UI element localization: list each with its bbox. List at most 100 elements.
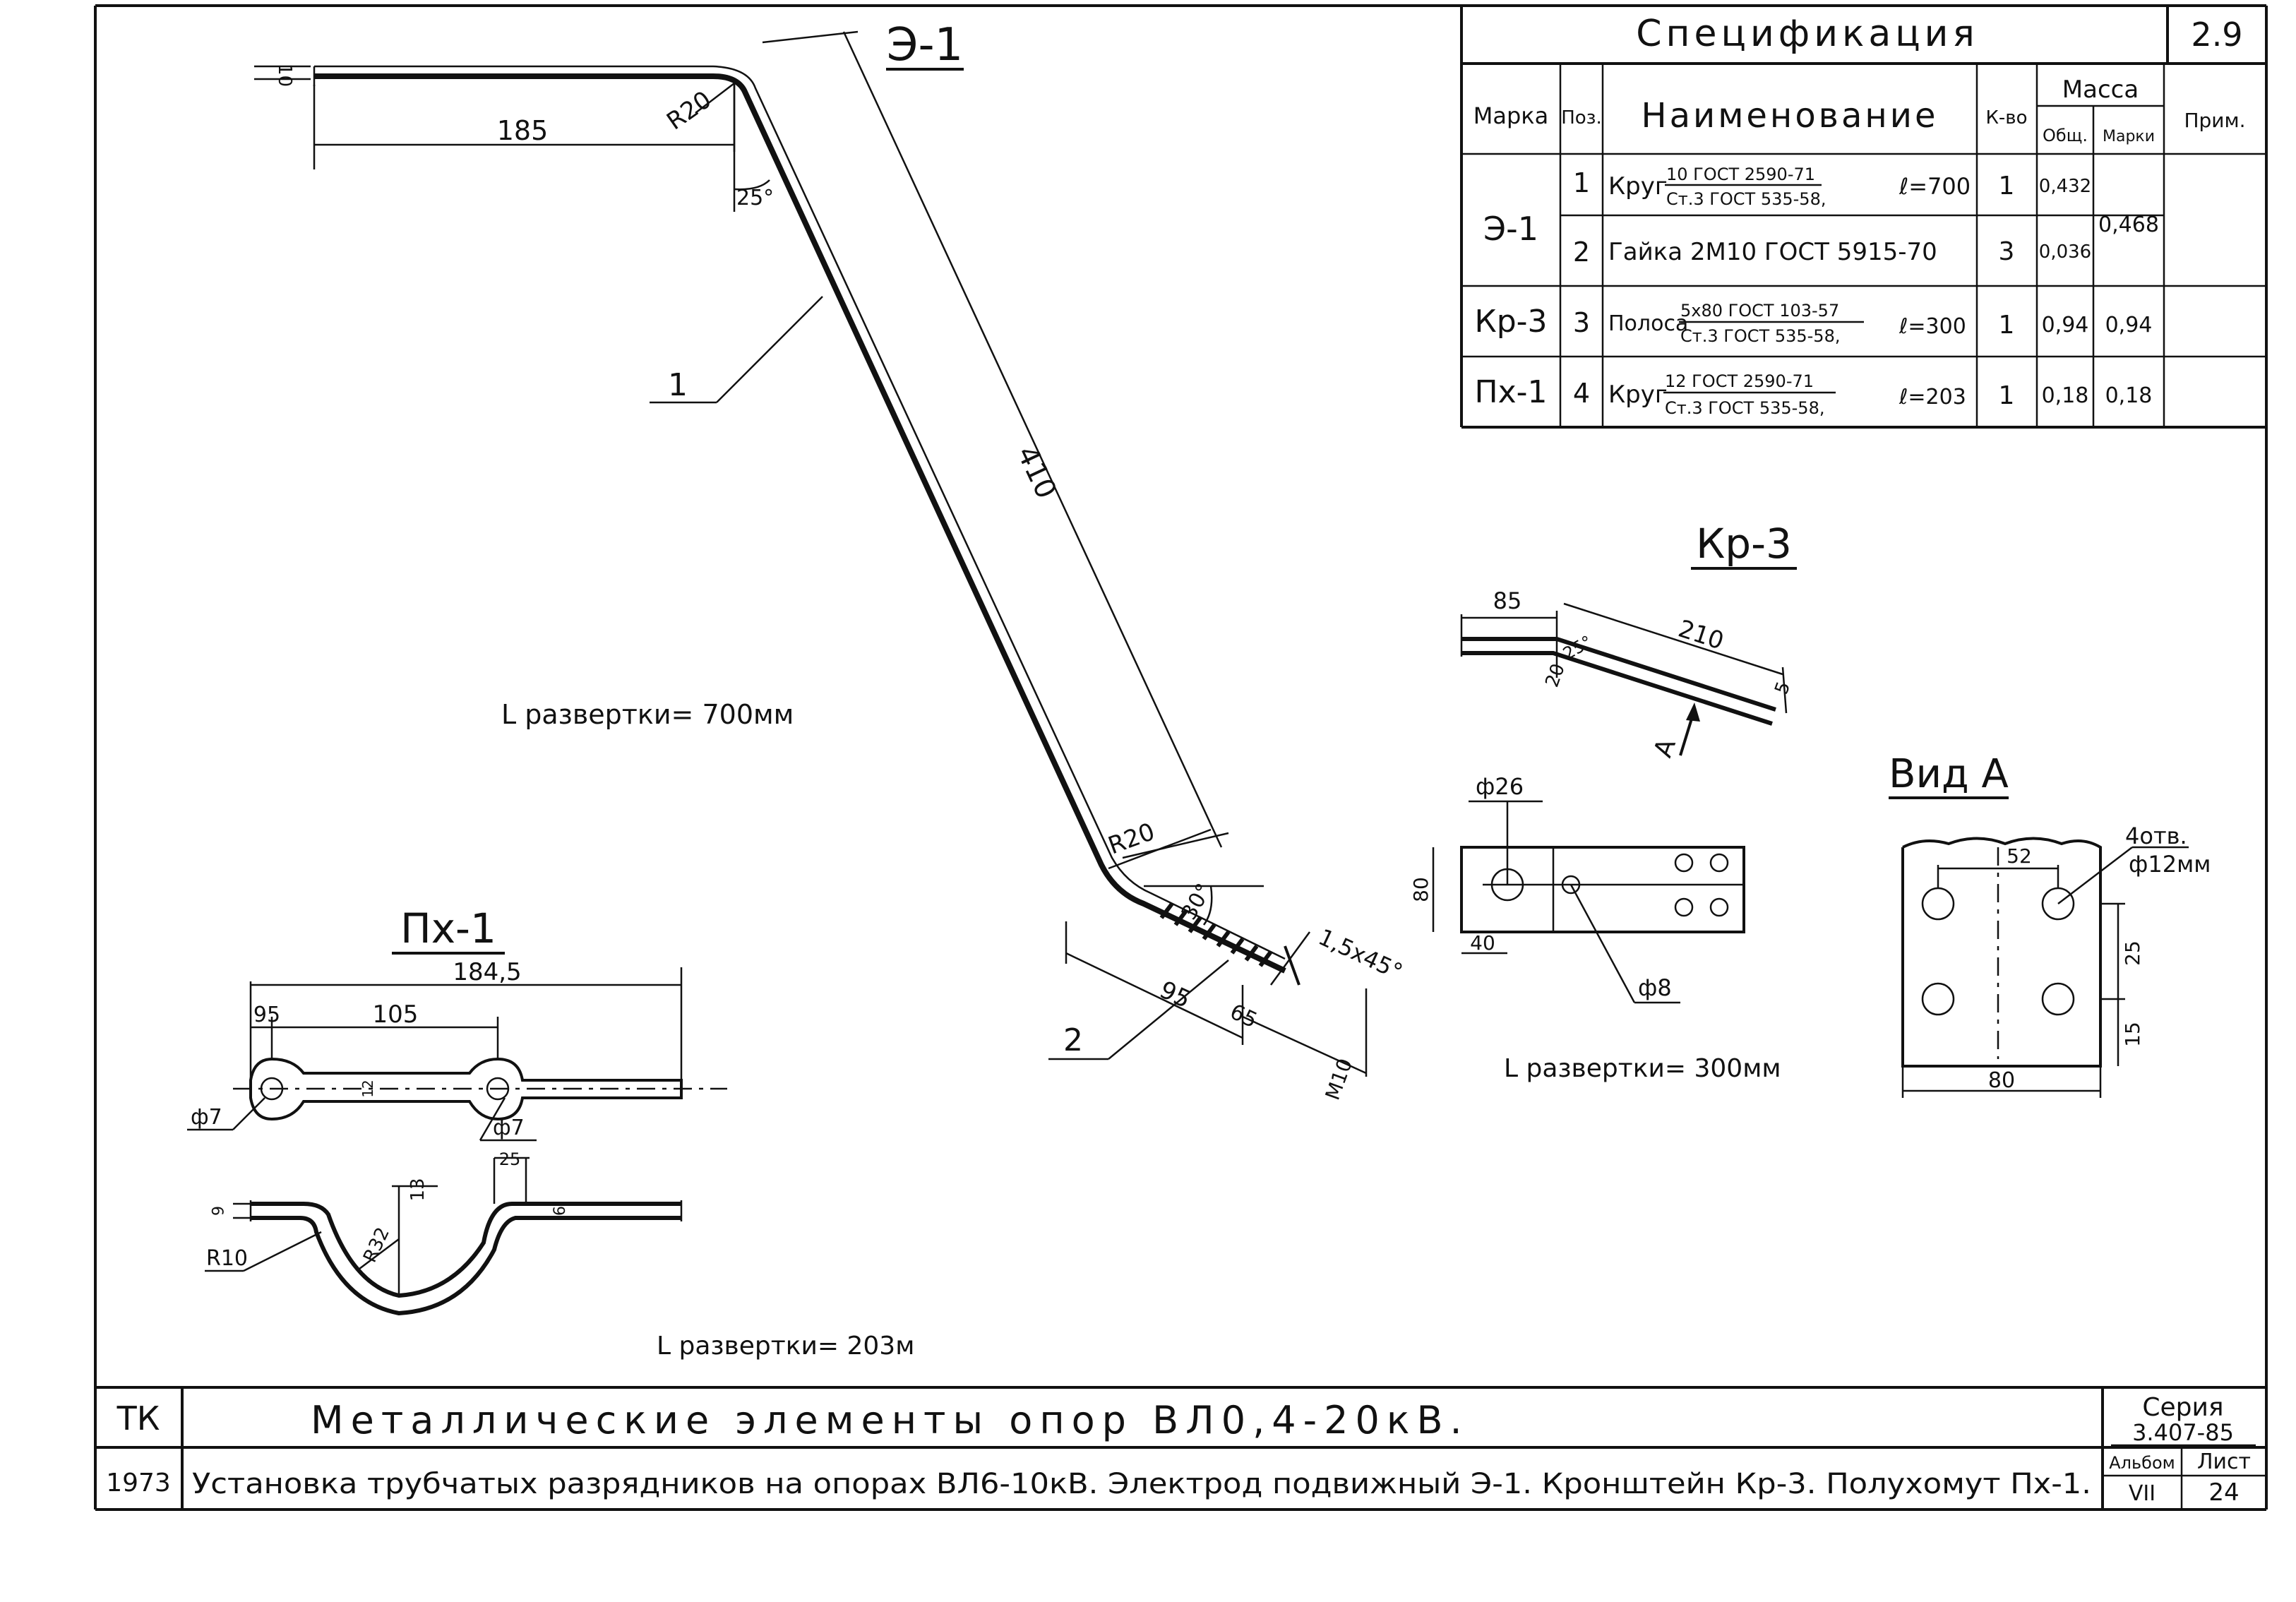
- spec-header-mass: Масса: [2062, 76, 2139, 104]
- spec-row1-name-prefix: Круг: [1608, 172, 1668, 201]
- px1-dim-13: 13: [407, 1178, 429, 1201]
- spec-row4-mark: Пх-1: [1475, 374, 1548, 410]
- e1-r20-bottom: R20: [1104, 818, 1159, 860]
- spec-row1-pos: 1: [1573, 167, 1590, 198]
- title-block-sheet-value: 24: [2208, 1478, 2239, 1507]
- e1-thread-m10: М10: [1321, 1056, 1357, 1103]
- kr3-unfold-length: L развертки= 300мм: [1504, 1054, 1781, 1083]
- spec-table: Спецификация 2.9 Марка Поз. Наименование…: [1460, 6, 2266, 429]
- view-a-dim-25: 25: [2121, 940, 2144, 966]
- view-a-hole: [2041, 982, 2075, 1016]
- kr3-view-mark: А: [1649, 735, 1682, 762]
- spec-row3-pos: 3: [1573, 307, 1590, 338]
- title-block-year: 1973: [106, 1469, 171, 1498]
- spec-row1-mass-mark: 0,468: [2098, 213, 2159, 237]
- spec-row1-qty: 1: [1999, 172, 2015, 201]
- spec-row4-name-top: 12 ГОСТ 2590-71: [1665, 371, 1814, 391]
- spec-header-mass-total: Общ.: [2043, 126, 2088, 145]
- title-block: ТК 1973 Металлические элементы опор ВЛ0,…: [95, 1386, 2266, 1511]
- spec-header-note: Прим.: [2184, 109, 2245, 132]
- title-block-series-label: Серия: [2142, 1393, 2223, 1422]
- px1-dim-r32: R32: [359, 1224, 394, 1266]
- view-a-dim-52: 52: [2007, 844, 2032, 868]
- view-a-hole: [1921, 887, 1955, 921]
- spec-row1-name-top: 10 ГОСТ 2590-71: [1666, 165, 1815, 184]
- kr3-dim-80: 80: [1409, 877, 1433, 902]
- title-block-album-label: Альбом: [2109, 1453, 2175, 1473]
- spec-row4-name-bottom: Ст.3 ГОСТ 535-58,: [1665, 398, 1824, 418]
- spec-row3-name-prefix: Полоса: [1608, 311, 1688, 336]
- spec-row4-name-prefix: Круг: [1608, 381, 1668, 409]
- px1-dim-184-5: 184,5: [453, 958, 521, 986]
- spec-row3-mass-total: 0,94: [2042, 313, 2089, 337]
- kr3-hole-d26-label: ф26: [1476, 773, 1524, 800]
- e1-unfold-length: L развертки= 700мм: [501, 699, 794, 730]
- spec-row4-mass-mark: 0,18: [2105, 383, 2153, 408]
- spec-row4-length: ℓ=203: [1899, 385, 1966, 410]
- spec-row3-length: ℓ=300: [1899, 314, 1966, 339]
- spec-row2-qty: 3: [1999, 237, 2015, 266]
- e1-r20-top: R20: [662, 85, 717, 136]
- e1-rod: [314, 73, 1286, 974]
- kr3-dim-85: 85: [1493, 587, 1522, 614]
- title-block-org: ТК: [116, 1399, 160, 1437]
- spec-row1-mark: Э-1: [1483, 210, 1538, 248]
- spec-row2-mass-total: 0,036: [2039, 241, 2091, 263]
- px1-dim-105: 105: [373, 1000, 419, 1029]
- spec-row1-mass-total: 0,432: [2039, 176, 2091, 197]
- kr3-dim-210: 210: [1675, 615, 1727, 656]
- spec-row3-name-top: 5х80 ГОСТ 103-57: [1680, 301, 1839, 321]
- spec-sheet-corner: 2.9: [2191, 16, 2242, 54]
- spec-row1-name-bottom: Ст.3 ГОСТ 535-58,: [1666, 189, 1826, 209]
- frame: [94, 4, 2268, 1510]
- title-block-album-value: VII: [2129, 1481, 2156, 1506]
- view-a-dim-80: 80: [1988, 1068, 2015, 1093]
- e1-dim-185: 185: [497, 115, 549, 146]
- spec-title: Спецификация: [1636, 13, 1979, 55]
- spec-row3-mass-mark: 0,94: [2105, 313, 2153, 337]
- px1-hole-right: ф7: [493, 1116, 525, 1140]
- kr3-drawing: Кр-3 85 210 25° 20 5 А ф26 ф8 80: [1409, 520, 1797, 1083]
- e1-pos-1: 1: [668, 367, 688, 403]
- spec-row3-mark: Кр-3: [1474, 304, 1547, 340]
- e1-dim-95: 95: [1155, 976, 1195, 1015]
- view-a-hole: [1921, 982, 1955, 1016]
- spec-row4-mass-total: 0,18: [2042, 383, 2089, 408]
- spec-header-pos: Поз.: [1561, 107, 1602, 128]
- spec-row3-name-bottom: Ст.3 ГОСТ 535-58,: [1680, 326, 1840, 346]
- kr3-hole-d8-label: ф8: [1638, 974, 1672, 1001]
- px1-dim-95: 95: [253, 1003, 280, 1027]
- title-block-line1: Металлические элементы опор ВЛ0,4-20кВ.: [311, 1398, 1469, 1442]
- e1-dim-10-left: 10: [274, 64, 295, 87]
- spec-header-qty: К-во: [1985, 107, 2027, 128]
- spec-row1-length: ℓ=700: [1899, 173, 1971, 200]
- spec-row2-name: Гайка 2М10 ГОСТ 5915-70: [1608, 238, 1937, 266]
- spec-row4-qty: 1: [1999, 381, 2015, 410]
- e1-pos-2: 2: [1063, 1022, 1083, 1058]
- title-block-line2: Установка трубчатых разрядников на опора…: [192, 1468, 2091, 1500]
- spec-row2-pos: 2: [1573, 237, 1590, 268]
- kr3-dim-40: 40: [1470, 931, 1495, 955]
- e1-chamfer: 1,5х45°: [1315, 923, 1407, 986]
- px1-hole-left: ф7: [191, 1105, 222, 1130]
- px1-dim-25: 25: [499, 1149, 521, 1169]
- spec-header-name: Наименование: [1641, 96, 1938, 136]
- px1-dim-12: 12: [359, 1080, 376, 1097]
- spec-header-mark: Марка: [1473, 102, 1548, 129]
- e1-thread: [1159, 902, 1273, 967]
- spec-header-mass-mark: Марки: [2103, 128, 2155, 145]
- kr3-dim-5: 5: [1771, 679, 1795, 698]
- kr3-dim-20: 20: [1541, 661, 1569, 690]
- title-block-series-value: 3.407-85: [2132, 1419, 2234, 1446]
- view-a-drawing: Вид А 52 4отв. ф12мм 25 15 80: [1889, 751, 2211, 1098]
- title-block-sheet-label: Лист: [2197, 1449, 2251, 1474]
- px1-drawing: Пх-1 184,5 95 105 12 ф7 ф7 6 13 R32: [187, 904, 914, 1361]
- e1-title: Э-1: [887, 19, 964, 71]
- kr3-profile: [1461, 637, 1776, 726]
- spec-row4-pos: 4: [1573, 378, 1590, 409]
- e1-dim-410: 410: [1010, 441, 1063, 504]
- px1-dim-r10: R10: [206, 1246, 248, 1271]
- view-a-holes-label-1: 4отв.: [2125, 823, 2187, 849]
- spec-row3-qty: 1: [1999, 311, 2015, 340]
